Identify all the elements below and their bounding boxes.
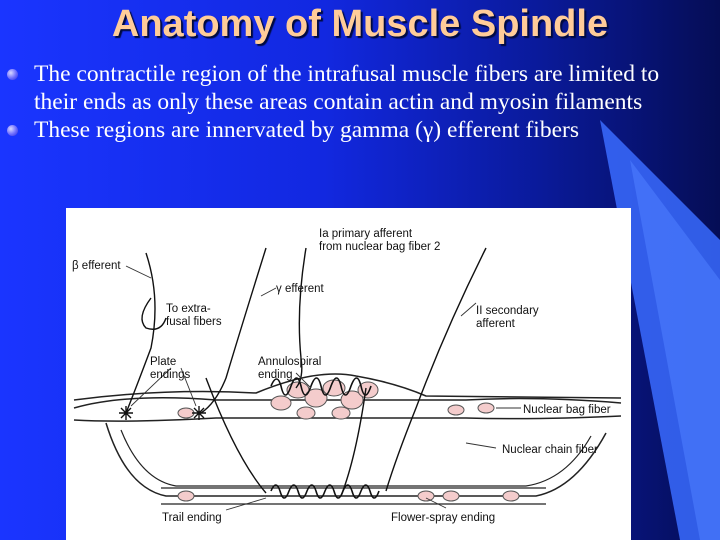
bullet-item: The contractile region of the intrafusal… (0, 60, 720, 116)
label-annulospiral-ending: Annulospiral ending (258, 356, 322, 381)
bullet-text: These regions are innervated by gamma (γ… (34, 117, 579, 143)
bullet-icon (7, 69, 18, 80)
label-ii-secondary-afferent: II secondary afferent (476, 305, 539, 330)
label-beta-efferent: β efferent (72, 260, 121, 272)
label-nuclear-bag-fiber: Nuclear bag fiber (523, 404, 611, 416)
bullet-item: These regions are innervated by gamma (γ… (0, 116, 720, 144)
label-nuclear-chain-fiber: Nuclear chain fiber (502, 444, 598, 456)
label-gamma-efferent: γ efferent (276, 283, 324, 295)
bullet-text: The contractile region of the intrafusal… (34, 61, 660, 115)
label-trail-ending: Trail ending (162, 512, 222, 524)
label-extrafusal-fibers: To extra- fusal fibers (166, 303, 222, 328)
bullet-icon (7, 125, 18, 136)
label-flower-spray-ending: Flower-spray ending (391, 512, 496, 524)
label-plate-endings: Plate endings (150, 356, 191, 381)
muscle-spindle-diagram: Ia primary afferent from nuclear bag fib… (66, 208, 631, 540)
spindle-drawing (73, 247, 622, 511)
bullet-list: The contractile region of the intrafusal… (0, 60, 720, 144)
slide-title: Anatomy of Muscle Spindle (111, 3, 609, 45)
label-ia-primary-afferent: Ia primary afferent from nuclear bag fib… (319, 228, 441, 253)
